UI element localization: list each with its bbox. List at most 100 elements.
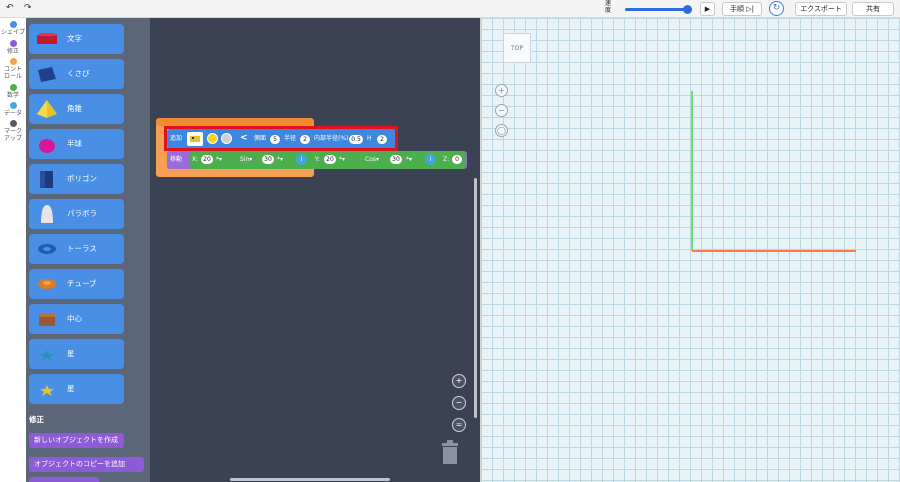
export-button[interactable]: エクスポート xyxy=(795,2,847,16)
torus-icon xyxy=(38,244,56,254)
zoom-out-icon[interactable]: − xyxy=(495,104,508,117)
category-shapes[interactable]: シェイプ xyxy=(0,21,26,36)
step-forward-icon: ▷| xyxy=(746,5,754,13)
palette-block-label: トーラス xyxy=(67,244,97,253)
step-button[interactable]: 手順 ▷| xyxy=(722,2,762,16)
create-object-block[interactable]: 新しいオブジェクトを作成 xyxy=(29,433,124,448)
palette-block-star-2[interactable]: 星 xyxy=(29,374,124,404)
collapse-chevron-icon[interactable]: < xyxy=(240,133,248,143)
zoom-in-icon[interactable]: + xyxy=(452,374,466,388)
palette-block-star[interactable]: 星 xyxy=(29,339,124,369)
z-label: Z: xyxy=(443,156,450,163)
speed-slider[interactable] xyxy=(625,8,689,11)
sides-input[interactable]: 5 xyxy=(270,135,280,144)
palette-block-partial[interactable] xyxy=(29,477,99,482)
speed-label: 速度 xyxy=(604,0,611,14)
x-axis-line xyxy=(692,250,856,252)
shapes-dot-icon xyxy=(9,21,17,28)
category-label: データ xyxy=(3,110,22,117)
sin-dropdown[interactable]: Sin▾ xyxy=(240,156,253,163)
category-math[interactable]: 数学 xyxy=(0,84,26,99)
info-i-icon[interactable]: i xyxy=(425,154,436,165)
palette-block-text[interactable]: 文字 xyxy=(29,24,124,54)
3d-viewport[interactable]: TOP + − ◯ xyxy=(480,18,900,482)
x-input[interactable]: 20 xyxy=(201,155,213,164)
inner-radius-input[interactable]: 0.5 xyxy=(349,135,363,144)
cos-input[interactable]: 30 xyxy=(390,155,402,164)
cos-dropdown[interactable]: Cos▾ xyxy=(365,156,380,163)
zoom-in-icon[interactable]: + xyxy=(495,84,508,97)
shape-preview-icon[interactable] xyxy=(187,132,203,146)
add-copy-block[interactable]: オブジェクトのコピーを追加 xyxy=(29,457,144,472)
code-workspace[interactable]: 追加 < 側面 5 半径 2 内部半径(%) 0.5 H 2 移動 X: 20 … xyxy=(150,18,480,482)
trash-icon[interactable] xyxy=(441,440,459,464)
step-button-label: 手順 xyxy=(730,5,744,13)
move-block-label: 移動 xyxy=(170,156,183,163)
modify-section-title: 修正 xyxy=(29,415,44,424)
add-block-label: 追加 xyxy=(170,135,183,142)
category-label: シェイプ xyxy=(0,29,25,36)
control-dot-icon xyxy=(9,58,17,65)
category-label: マークアップ xyxy=(3,128,22,142)
x-label: X: xyxy=(192,156,199,163)
material-icon[interactable] xyxy=(221,133,232,144)
info-i-icon[interactable]: i xyxy=(296,154,307,165)
sin-input[interactable]: 30 xyxy=(262,155,274,164)
redo-icon[interactable]: ↷ xyxy=(24,3,32,13)
category-markup[interactable]: マークアップ xyxy=(0,120,26,142)
workspace-scrollbar-vertical[interactable] xyxy=(474,178,477,418)
y-op-dropdown[interactable]: *▾ xyxy=(339,156,346,163)
radius-input[interactable]: 2 xyxy=(300,135,310,144)
palette-block-hemisphere[interactable]: 半球 xyxy=(29,129,124,159)
text-shape-icon xyxy=(37,33,57,44)
cos-label: Cos xyxy=(365,156,376,163)
palette-block-polygon[interactable]: ポリゴン xyxy=(29,164,124,194)
category-label: 数学 xyxy=(6,92,19,99)
star-icon xyxy=(40,385,54,396)
palette-block-label: 星 xyxy=(67,384,75,393)
speed-slider-handle[interactable] xyxy=(683,5,692,14)
play-button[interactable]: ▶ xyxy=(700,2,715,16)
category-control[interactable]: コントロール xyxy=(0,58,26,80)
fit-view-icon[interactable]: ◯ xyxy=(495,124,508,137)
highlight-box xyxy=(164,126,398,151)
undo-icon[interactable]: ↶ xyxy=(6,3,14,13)
palette-block-wedge[interactable]: くさび xyxy=(29,59,124,89)
y-label: Y: xyxy=(315,156,320,163)
category-modify[interactable]: 修正 xyxy=(0,40,26,55)
refresh-icon[interactable]: ↻ xyxy=(769,1,784,16)
height-label: H xyxy=(367,135,372,142)
palette-block-paraboloid[interactable]: パラボラ xyxy=(29,199,124,229)
radius-label: 半径 xyxy=(284,135,297,142)
x-op-dropdown[interactable]: *▾ xyxy=(216,156,223,163)
star-icon xyxy=(40,350,54,361)
sin-op-dropdown[interactable]: *▾ xyxy=(277,156,284,163)
workspace-scrollbar-horizontal[interactable] xyxy=(230,478,390,481)
sides-label: 側面 xyxy=(254,135,267,142)
control-block-header[interactable] xyxy=(156,118,314,126)
palette-block-label: ポリゴン xyxy=(67,174,97,183)
inner-radius-label: 内部半径(%) xyxy=(314,135,349,142)
sin-label: Sin xyxy=(240,156,250,163)
cos-op-dropdown[interactable]: *▾ xyxy=(406,156,413,163)
z-input[interactable]: 0 xyxy=(452,155,462,164)
category-label: コントロール xyxy=(3,66,22,80)
y-input[interactable]: 20 xyxy=(324,155,336,164)
pyramid-icon xyxy=(37,100,57,118)
zoom-out-icon[interactable]: − xyxy=(452,396,466,410)
palette-block-torus[interactable]: トーラス xyxy=(29,234,124,264)
category-data[interactable]: データ xyxy=(0,102,26,117)
center-box-icon xyxy=(39,313,55,326)
palette-block-label: 角錐 xyxy=(67,104,82,113)
tube-icon xyxy=(38,279,56,289)
height-input[interactable]: 2 xyxy=(377,135,387,144)
color-picker-icon[interactable] xyxy=(207,133,218,144)
palette-block-center[interactable]: 中心 xyxy=(29,304,124,334)
palette-block-tube[interactable]: チューブ xyxy=(29,269,124,299)
category-rail: シェイプ 修正 コントロール 数学 データ マークアップ xyxy=(0,18,26,482)
share-button[interactable]: 共有 xyxy=(852,2,894,16)
view-cube[interactable]: TOP xyxy=(503,33,531,63)
category-label: 修正 xyxy=(6,48,19,55)
palette-block-pyramid[interactable]: 角錐 xyxy=(29,94,124,124)
reset-zoom-icon[interactable]: = xyxy=(452,418,466,432)
